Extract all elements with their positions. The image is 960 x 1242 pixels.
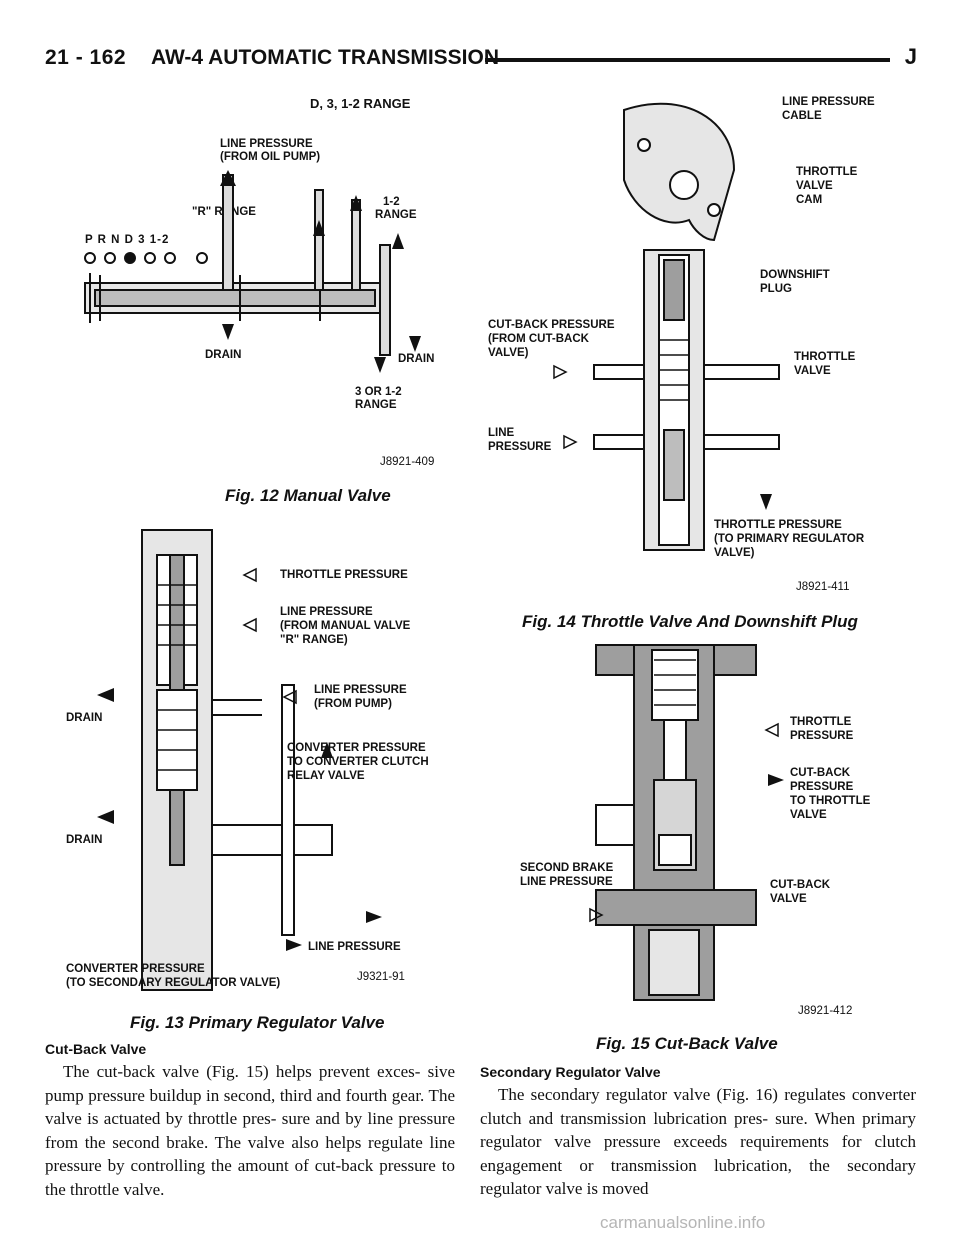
inlet-arrows [242,567,297,705]
throttle-pressure-label: THROTTLE PRESSURE [714,519,842,531]
section-title: AW-4 AUTOMATIC TRANSMISSION [151,46,500,69]
spring-coils [158,584,196,771]
line-pressure-pump-label: LINE PRESSURE [314,684,407,696]
flow-arrows [220,170,421,373]
to-throttle-label: TO THROTTLE [790,795,871,807]
cutback-pressure-sub-label: PRESSURE [790,781,854,793]
figure-throttle-valve-downshift-plug: LINE PRESSURE CABLE THROTTLE VALVE CAM D… [488,96,875,593]
line-pressure-label: LINE [488,427,515,439]
line-pressure-manual-sub-label: (FROM MANUAL VALVE [280,620,411,632]
converter-secondary-label: CONVERTER PRESSURE [66,963,205,975]
drain-left-label: DRAIN [205,349,241,361]
relay-valve-label: RELAY VALVE [287,770,365,782]
page-header: 21 - 162 AW-4 AUTOMATIC TRANSMISSION J [45,42,917,76]
throttle-valve-sub-label: VALVE [794,365,831,377]
line-pressure-manual-label: LINE PRESSURE [280,606,373,618]
primary-regulator-sub-label: VALVE) [714,547,755,559]
section-heading: Cut-Back Valve [45,1041,147,1057]
range3-label: 3 OR 1-2 [355,386,402,398]
figure-manual-valve: D, 3, 1-2 RANGE LINE PRESSURE (FROM OIL … [84,96,434,468]
drain-right-label: DRAIN [398,353,434,365]
figure-caption: Fig. 14 Throttle Valve And Downshift Plu… [522,612,858,631]
line-pressure-pump-sub-label: (FROM PUMP) [314,698,392,710]
cam-label: CAM [796,194,822,206]
selector-circles [84,252,208,264]
throttle-cam [623,102,736,242]
section-heading: Secondary Regulator Valve [480,1064,661,1080]
line-pressure-cable-label: LINE PRESSURE [782,96,875,108]
figure-code: J8921-411 [796,581,850,593]
paragraph-text: The secondary regulator valve (Fig. 16) … [480,1085,916,1198]
line-pressure-label: LINE PRESSURE [220,138,313,150]
converter-clutch-label: TO CONVERTER CLUTCH [287,756,429,768]
cable-label: CABLE [782,110,822,122]
line-pressure-sub-label: (FROM OIL PUMP) [220,151,320,163]
cutback-pressure-label: CUT-BACK [790,767,851,779]
downshift-plug-label: DOWNSHIFT [760,269,830,281]
line-pressure-sub-label: PRESSURE [488,441,552,453]
selector-letters: P R N D 3 1-2 [85,234,169,246]
primary-regulator-label: (TO PRIMARY REGULATOR [714,533,865,545]
throttle-pressure-sub-label: PRESSURE [790,730,854,742]
cutback-pressure-label: CUT-BACK PRESSURE [488,319,615,331]
figure-caption: Fig. 15 Cut-Back Valve [596,1034,778,1053]
cutback-valve-label: VALVE) [488,347,529,359]
drain-lower-label: DRAIN [66,834,102,846]
figure-code: J8921-412 [798,1005,852,1017]
converter-secondary-sub-label: (TO SECONDARY REGULATOR VALVE) [66,977,280,989]
range-title-label: D, 3, 1-2 RANGE [310,96,411,111]
spring-coils [654,659,696,706]
spring-coils [660,339,688,401]
page-number: 21 - 162 [45,46,127,69]
range12-sub-label: RANGE [375,209,417,221]
line-pressure-label: LINE PRESSURE [520,876,613,888]
line-pressure-bottom-label: LINE PRESSURE [308,941,401,953]
figure-cut-back-valve: THROTTLE PRESSURE CUT-BACK PRESSURE TO T… [520,644,871,1017]
header-rule [485,58,890,62]
converter-pressure-label: CONVERTER PRESSURE [287,742,426,754]
figure-code: J9321-91 [357,971,405,983]
cutback-source-label: (FROM CUT-BACK [488,333,590,345]
figure-primary-regulator-valve: THROTTLE PRESSURE LINE PRESSURE (FROM MA… [66,529,429,991]
second-brake-label: SECOND BRAKE [520,862,614,874]
cutback-valve-sub-label: VALVE [770,893,807,905]
valve-label: VALVE [796,180,833,192]
throttle-valve-label: THROTTLE [794,351,856,363]
figure-code: J8921-409 [380,456,434,468]
paragraph-text: The cut-back valve (Fig. 15) helps preve… [45,1062,455,1199]
body-paragraph: The cut-back valve (Fig. 15) helps preve… [45,1060,455,1201]
cutback-valve-label: CUT-BACK [770,879,831,891]
drain-upper-label: DRAIN [66,712,102,724]
inlet-arrows [553,364,578,450]
figure-caption: Fig. 12 Manual Valve [225,486,391,505]
range3-sub-label: RANGE [355,399,397,411]
plug-label: PLUG [760,283,792,295]
primary-regulator-body [141,529,333,991]
valve-label: VALVE [790,809,827,821]
throttle-valve-cam-label: THROTTLE [796,166,858,178]
drain-arrow [760,494,772,510]
figure-caption: Fig. 13 Primary Regulator Valve [130,1013,385,1032]
range12-label: 1-2 [383,196,400,208]
manual-valve-body [84,174,391,356]
body-paragraph: The secondary regulator valve (Fig. 16) … [480,1083,916,1201]
outlet-arrows [97,688,382,951]
line-pressure-manual-range-label: "R" RANGE) [280,634,348,646]
inlet-arrows [589,722,779,923]
throttle-pressure-label: THROTTLE [790,716,852,728]
throttle-pressure-label: THROTTLE PRESSURE [280,569,408,581]
watermark: carmanualsonline.info [600,1213,766,1232]
cutback-valve-body [595,644,757,1001]
header-letter: J [904,44,917,69]
outlet-arrow [768,774,784,786]
